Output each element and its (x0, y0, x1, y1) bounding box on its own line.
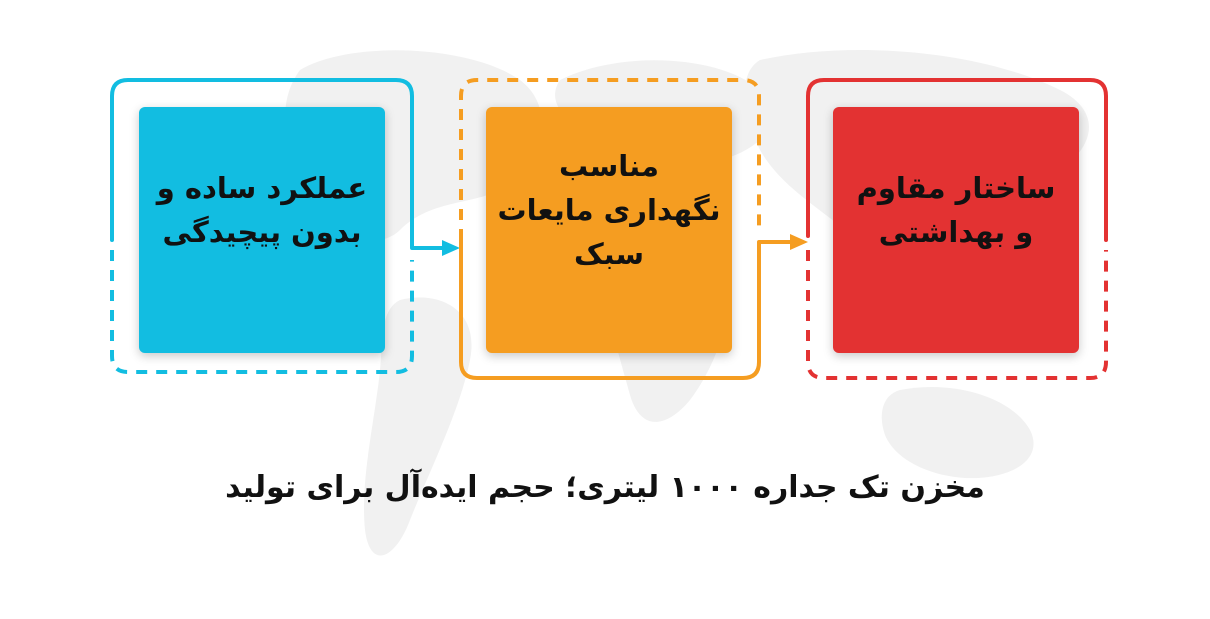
blue-frame-solid (110, 78, 448, 250)
page-headline: مخزن تک جداره ۱۰۰۰ لیتری؛ حجم ایده‌آل بر… (225, 470, 985, 505)
orange-arrow-head (790, 234, 808, 250)
orange-frame-dashed (459, 78, 761, 240)
red-frame-dashed (806, 250, 1108, 380)
step-card-simple-operation: عملکرد ساده و بدون پیچیدگی (139, 107, 385, 353)
step-label: مناسب نگهداری مایعات سبک (497, 149, 721, 271)
step-card-durable-hygienic: ساختار مقاوم و بهداشتی (833, 107, 1079, 353)
step-label: ساختار مقاوم و بهداشتی (856, 171, 1056, 249)
step-card-light-liquids: مناسب نگهداری مایعات سبک (486, 107, 732, 353)
blue-arrow-head (442, 240, 460, 256)
blue-frame-dashed (110, 250, 414, 374)
orange-frame-solid (459, 238, 796, 380)
step-label: عملکرد ساده و بدون پیچیدگی (156, 171, 368, 249)
red-frame-solid (806, 78, 1108, 242)
